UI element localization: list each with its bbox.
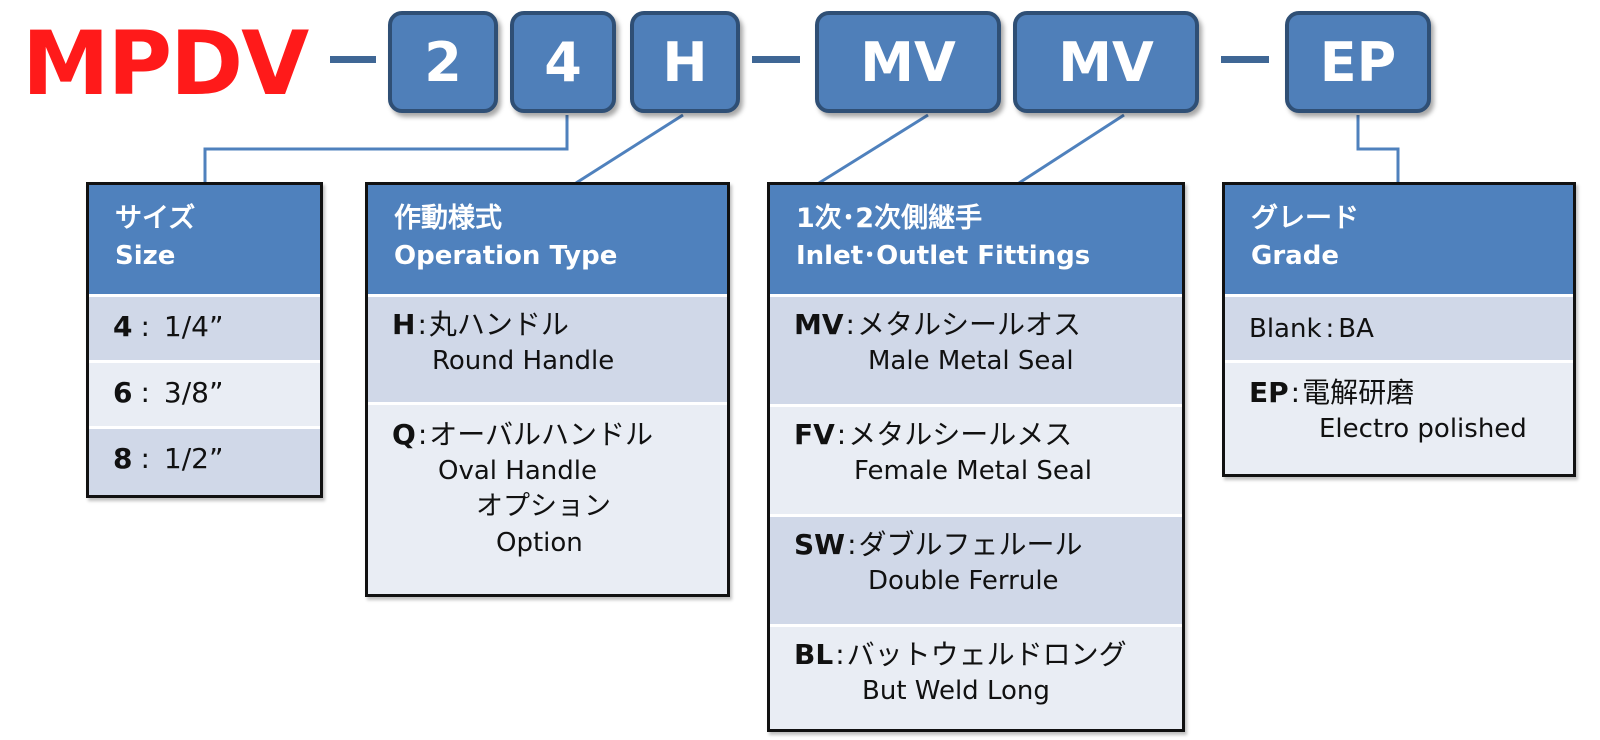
operation-row: Q:オーバルハンドル Oval Handle オプション Option [368,405,727,594]
code-box-grade: EP [1285,11,1431,113]
fittings-separator: : [845,308,855,341]
grade-row: EP:電解研磨 Electro polished [1225,363,1573,474]
operation-table: 作動様式 Operation Type H:丸ハンドル Round Handle… [365,182,730,597]
fittings-en: But Weld Long [862,676,1050,706]
fittings-separator: : [835,638,845,671]
size-code: 6 [113,376,133,409]
operation-option-en: Option [496,528,583,558]
fittings-en: Male Metal Seal [868,346,1074,376]
size-separator: : [140,442,150,475]
code-box-outlet: MV [1013,11,1199,113]
size-value: 3/8” [163,376,224,409]
operation-title-jp: 作動様式 [394,203,502,234]
grade-jp: 電解研磨 [1302,376,1415,409]
fittings-jp: ダブルフェルール [858,528,1083,561]
connector-operation [575,113,684,185]
separator-dash-2 [752,56,800,63]
operation-separator: : [417,308,427,341]
fittings-row: SW:ダブルフェルール Double Ferrule [770,517,1182,627]
connector-size [203,115,569,183]
size-title-jp: サイズ [115,203,196,234]
operation-code: H [392,308,416,341]
fittings-title-en: Inlet･Outlet Fittings [796,241,1091,271]
fittings-table: 1次･2次側継手 Inlet･Outlet Fittings MV:メタルシール… [767,182,1185,732]
grade-en: Electro polished [1319,414,1527,444]
operation-jp: オーバルハンドル [429,418,653,451]
fittings-code: BL [794,638,834,671]
operation-en: Oval Handle [438,456,597,486]
fittings-table-header: 1次･2次側継手 Inlet･Outlet Fittings [770,185,1182,297]
code-box-operation: H [630,11,740,113]
grade-table: グレード Grade Blank:BA EP:電解研磨 Electro poli… [1222,182,1576,477]
fittings-en: Double Ferrule [868,566,1059,596]
fittings-separator: : [847,528,857,561]
size-row: 4:1/4” [89,297,320,363]
operation-en: Round Handle [432,346,615,376]
separator-dash-3 [1221,56,1269,63]
fittings-en: Female Metal Seal [854,456,1092,486]
grade-value: BA [1338,314,1374,344]
grade-separator: : [1290,376,1301,409]
size-code: 8 [113,442,133,475]
fittings-row: BL:バットウェルドロング But Weld Long [770,627,1182,729]
separator-dash-1 [330,56,376,63]
code-box-series: 2 [388,11,498,113]
code-box-inlet: MV [815,11,1001,113]
model-prefix: MPDV [22,12,309,115]
connector-inlet [818,113,929,185]
size-table-header: サイズ Size [89,185,320,297]
grade-table-header: グレード Grade [1225,185,1573,297]
operation-table-header: 作動様式 Operation Type [368,185,727,297]
size-code: 4 [113,310,133,343]
grade-row: Blank:BA [1225,297,1573,363]
size-value: 1/2” [163,442,224,475]
operation-separator: : [417,418,428,451]
connector-outlet [1018,113,1125,185]
fittings-separator: : [836,418,847,451]
grade-title-en: Grade [1251,241,1339,271]
size-table: サイズ Size 4:1/4” 6:3/8” 8:1/2” [86,182,323,498]
grade-separator: : [1325,314,1335,344]
size-title-en: Size [115,241,176,271]
fittings-title-jp: 1次･2次側継手 [796,203,983,234]
grade-title-jp: グレード [1251,203,1359,234]
operation-jp: 丸ハンドル [428,308,569,341]
size-row: 6:3/8” [89,363,320,429]
fittings-row: MV:メタルシールオス Male Metal Seal [770,297,1182,407]
fittings-jp: メタルシールメス [848,418,1073,451]
grade-code: EP [1249,376,1289,409]
operation-option-jp: オプション [476,491,611,522]
size-row: 8:1/2” [89,429,320,495]
fittings-code: SW [794,528,846,561]
connector-grade [1356,115,1400,183]
size-separator: : [140,310,150,343]
operation-row: H:丸ハンドル Round Handle [368,297,727,405]
fittings-jp: バットウェルドロング [846,638,1127,671]
fittings-row: FV:メタルシールメス Female Metal Seal [770,407,1182,517]
fittings-code: FV [794,418,835,451]
operation-code: Q [392,418,416,451]
operation-title-en: Operation Type [394,241,618,271]
size-value: 1/4” [163,310,224,343]
code-box-size: 4 [510,11,616,113]
size-separator: : [140,376,150,409]
fittings-code: MV [794,308,844,341]
grade-code: Blank [1249,314,1322,344]
fittings-jp: メタルシールオス [856,308,1081,341]
